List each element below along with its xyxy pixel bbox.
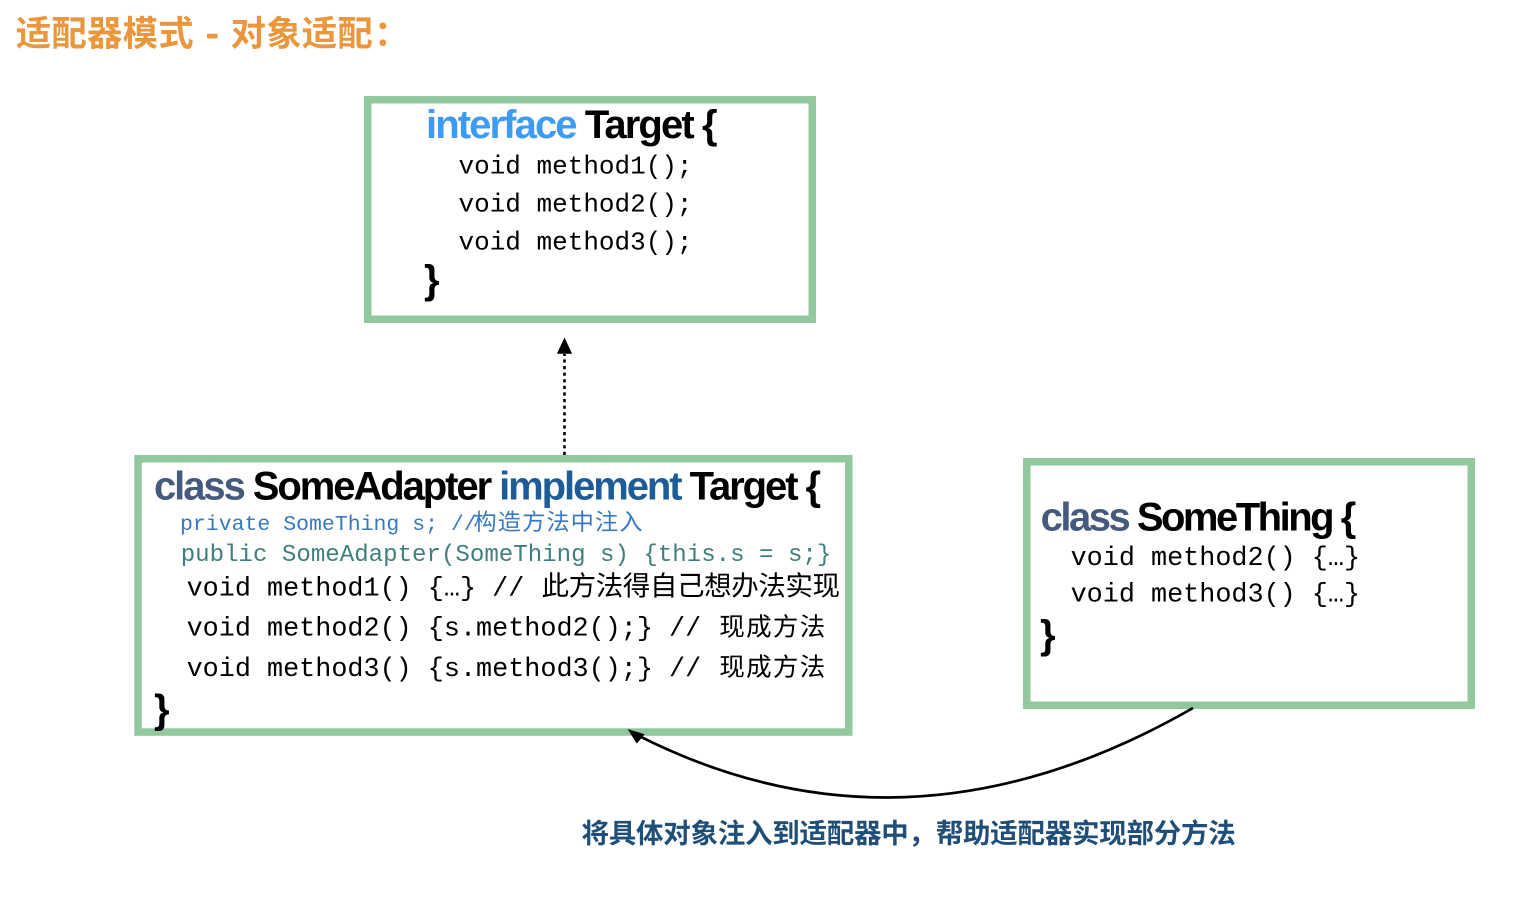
svg-text:void method2() {s.method2();}: void method2() {s.method2();} // [187,615,702,645]
svg-text:void method1();: void method1(); [459,151,693,181]
svg-text:class SomeAdapter implement Ta: class SomeAdapter implement Target { [154,464,820,508]
svg-text:public SomeAdapter(SomeThing s: public SomeAdapter(SomeThing s) {this.s … [181,542,832,569]
svg-text:void method3() {s.method3();}: void method3() {s.method3();} // [187,655,702,685]
svg-text:}: } [1040,613,1056,657]
svg-text:void method2() {…}: void method2() {…} [1071,544,1360,574]
svg-text:class SomeThing {: class SomeThing { [1041,495,1356,539]
svg-text:interface Target {: interface Target { [426,103,717,147]
svg-text:void method3();: void method3(); [459,228,693,258]
svg-text:}: } [424,258,440,302]
svg-text:void method1() {…} //: void method1() {…} // [187,574,525,604]
svg-text:}: } [154,688,170,732]
svg-text:void method2();: void method2(); [459,190,693,220]
svg-text:void method3() {…}: void method3() {…} [1071,580,1360,610]
svg-text:private SomeThing s; //: private SomeThing s; // [180,513,477,537]
